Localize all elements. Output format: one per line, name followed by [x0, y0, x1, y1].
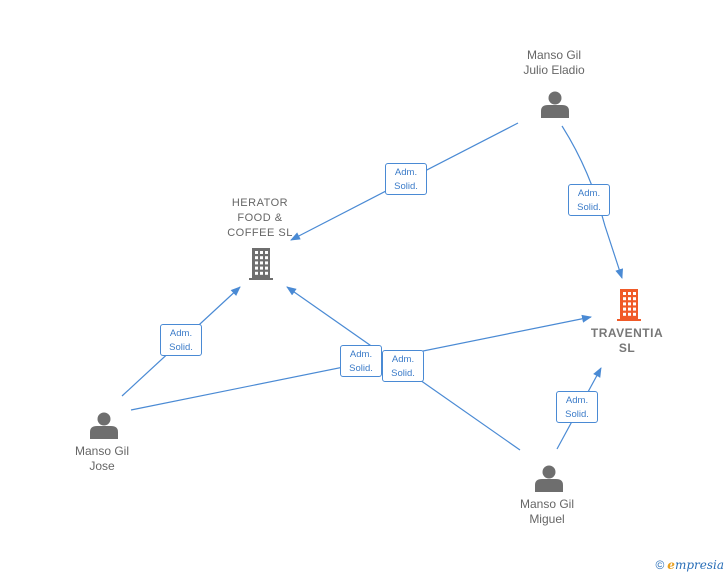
label-line: COFFEE SL [227, 227, 293, 239]
edge-badge-jose-herator[interactable]: Adm. Solid. [160, 324, 202, 356]
label-line: HERATOR [231, 197, 289, 209]
label-line: Manso Gil [526, 48, 582, 62]
badge-line: Adm. [391, 354, 415, 365]
copyright-symbol: © [655, 558, 665, 572]
label-line: Manso Gil [74, 444, 130, 458]
badge-line: Adm. [565, 395, 589, 406]
label-line: Miguel [529, 512, 565, 526]
person-icon[interactable] [535, 465, 563, 493]
person-label-julio[interactable]: Manso Gil Julio Eladio [506, 48, 602, 78]
badge-line: Solid. [577, 202, 601, 213]
building-icon[interactable] [617, 289, 641, 321]
badge-line: Solid. [565, 409, 589, 420]
badge-line: Adm. [349, 349, 373, 360]
person-icon[interactable] [541, 91, 569, 119]
edge-badge-miguel-traventia[interactable]: Adm. Solid. [556, 391, 598, 423]
badge-line: Adm. [577, 188, 601, 199]
badge-line: Solid. [349, 363, 373, 374]
badge-line: Adm. [394, 167, 418, 178]
edge-julio-traventia [561, 125, 624, 279]
edge-badge-julio-traventia[interactable]: Adm. Solid. [568, 184, 610, 216]
company-label-herator[interactable]: HERATOR FOOD & COFFEE SL [214, 196, 306, 241]
label-line: FOOD & [237, 212, 283, 224]
brand-name: mpresia [674, 558, 724, 572]
company-label-traventia[interactable]: TRAVENTIA SL [581, 326, 673, 356]
badge-line: Solid. [391, 368, 415, 379]
edge-badge-jose-traventia[interactable]: Adm. Solid. [340, 345, 382, 377]
label-line: TRAVENTIA [590, 326, 664, 340]
person-label-miguel[interactable]: Manso Gil Miguel [507, 497, 587, 527]
brand-initial: e [667, 558, 675, 572]
edge-badge-miguel-herator[interactable]: Adm. Solid. [382, 350, 424, 382]
building-icon[interactable] [249, 248, 273, 280]
person-label-jose[interactable]: Manso Gil Jose [62, 444, 142, 474]
edge-badge-julio-herator[interactable]: Adm. Solid. [385, 163, 427, 195]
badge-line: Solid. [394, 181, 418, 192]
badge-line: Solid. [169, 342, 193, 353]
badge-line: Adm. [169, 328, 193, 339]
label-line: Jose [89, 459, 115, 473]
person-icon[interactable] [90, 412, 118, 440]
label-line: Manso Gil [519, 497, 575, 511]
label-line: Julio Eladio [523, 63, 585, 77]
empresia-watermark: ©empresia [655, 558, 724, 572]
label-line: SL [618, 341, 636, 355]
